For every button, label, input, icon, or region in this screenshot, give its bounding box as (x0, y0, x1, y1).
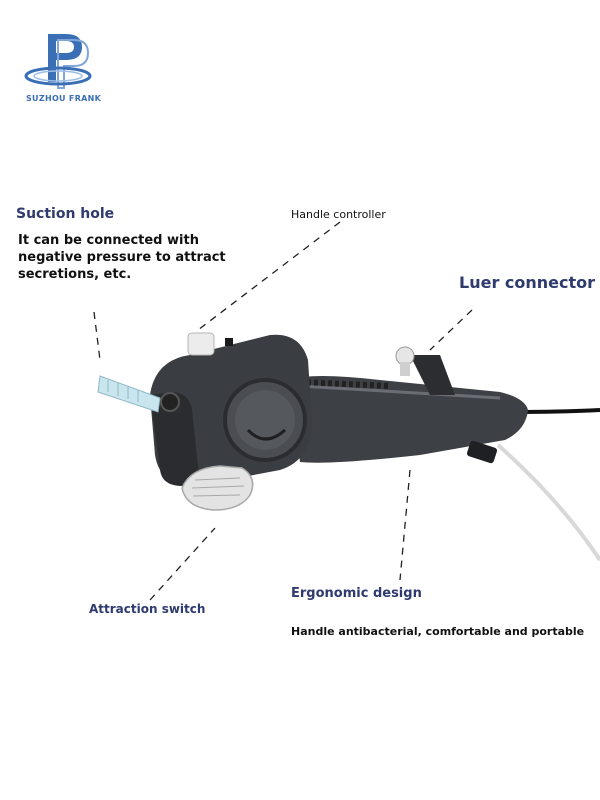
endoscope-device (97, 332, 600, 562)
suction-port-icon (160, 392, 180, 412)
attraction-switch-title: Attraction switch (89, 602, 206, 616)
luer-bracket (410, 355, 455, 395)
brand-name: SUZHOU FRANK (26, 94, 102, 103)
handle-grip (290, 376, 528, 463)
leader-suction-hole (93, 311, 101, 361)
leader-ergonomic-design (399, 469, 411, 581)
leader-luer-connector (429, 309, 473, 351)
suction-hole-title: Suction hole (16, 206, 115, 222)
ergonomic-design-title: Ergonomic design (291, 586, 422, 601)
handle-controller-button (187, 332, 215, 356)
luer-connector-title: Luer connector (459, 273, 596, 292)
leader-attraction-switch (149, 527, 216, 601)
insertion-tube (496, 443, 600, 562)
brand-logo-icon (24, 34, 92, 89)
suction-connector (97, 375, 161, 413)
suction-hole-description: It can be connected with negative pressu… (18, 233, 226, 282)
ergonomic-design-description: Handle antibacterial, comfortable and po… (291, 625, 585, 638)
leader-lines (93, 221, 473, 601)
leader-handle-controller (197, 221, 341, 331)
attraction-switch-button (181, 465, 254, 511)
handle-controller-title: Handle controller (291, 208, 386, 221)
